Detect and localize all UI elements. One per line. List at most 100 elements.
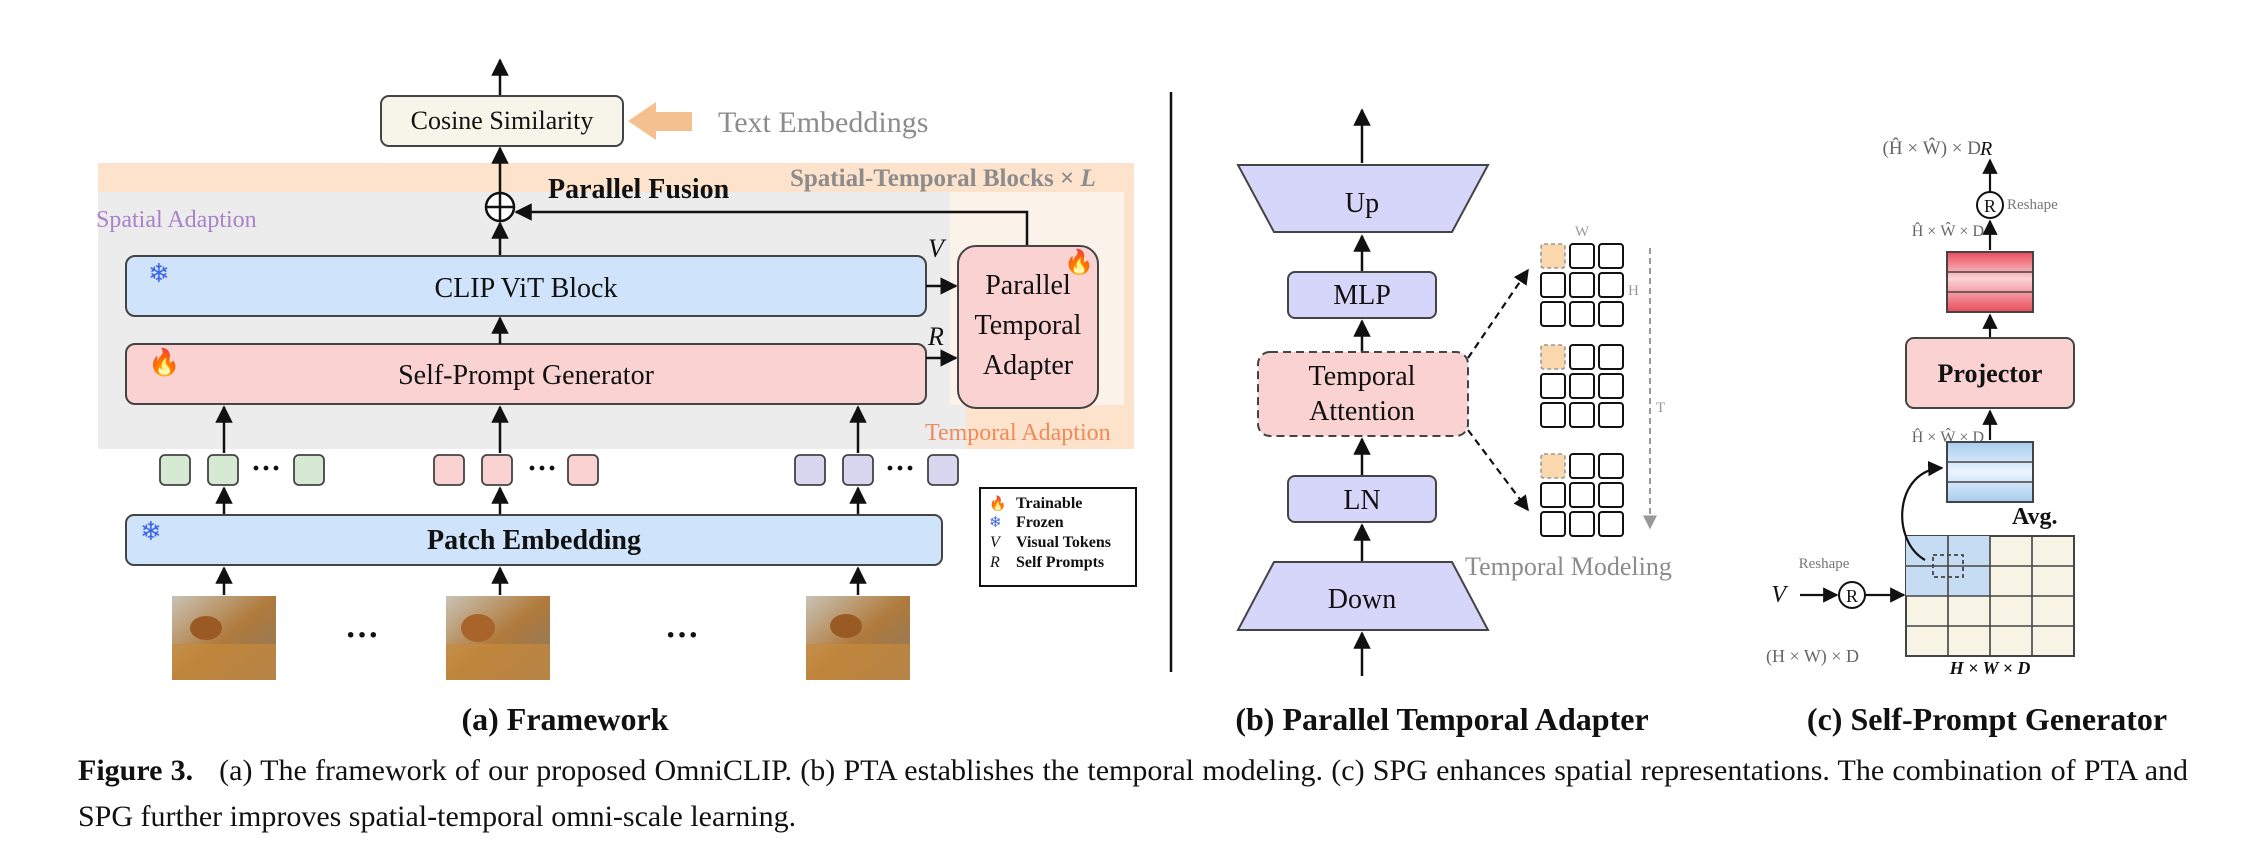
- temporal-attention-label-line1: Temporal: [1309, 361, 1416, 392]
- token-group-purple: ···: [794, 452, 959, 486]
- spg-r-output-label: R: [1979, 138, 1992, 160]
- projected-prompts: [1946, 251, 2034, 313]
- pta-panel: Up MLP Temporal Attention LN Down: [1235, 108, 1672, 737]
- r-label: R: [927, 322, 944, 351]
- fire-icon: 🔥: [1064, 248, 1094, 276]
- v-label: V: [928, 234, 947, 263]
- parallel-temporal-adapter-block: [957, 245, 1099, 409]
- visual-token: [481, 454, 513, 486]
- temporal-attention-block: [1257, 351, 1469, 437]
- spatial-adaption-label: Spatial Adaption: [96, 207, 257, 233]
- pta-to-fusion-arrow: [514, 203, 1029, 246]
- visual-token: [293, 454, 325, 486]
- legend-self-prompts: Self Prompts: [1016, 554, 1104, 571]
- visual-token: [207, 454, 239, 486]
- pooled-features: [1946, 441, 2034, 503]
- panel-b-title: (b) Parallel Temporal Adapter: [1235, 701, 1648, 737]
- legend-frozen: Frozen: [1016, 514, 1064, 531]
- legend: 🔥 Trainable ❄ Frozen V Visual Tokens R S…: [979, 487, 1137, 587]
- spatial-adaption-region: [98, 192, 966, 449]
- reshape-bottom-label: Reshape: [1799, 556, 1850, 572]
- temporal-grid-frame-1: [1540, 243, 1624, 327]
- panel-a-title: (a) Framework: [461, 701, 668, 737]
- pta-label-line2: Temporal: [975, 310, 1082, 341]
- spg-label: Self-Prompt Generator: [398, 360, 654, 391]
- legend-r: R: [989, 554, 1000, 571]
- legend-trainable: Trainable: [1016, 495, 1082, 512]
- projector-block: [1905, 337, 2075, 409]
- video-frame: [446, 596, 550, 680]
- down-block: [1236, 561, 1490, 631]
- visual-token: [159, 454, 191, 486]
- reshape-r-label: R: [1846, 586, 1858, 606]
- spg-v-label: V: [1771, 582, 1788, 608]
- ln-label: LN: [1343, 485, 1380, 516]
- dim-hwd-label: H × W × D: [1949, 658, 2031, 678]
- patch-embedding-label: Patch Embedding: [427, 525, 641, 556]
- temporal-modeling-label: Temporal Modeling: [1465, 552, 1672, 581]
- temporal-grid-frame-2: [1540, 344, 1624, 428]
- visual-token: [794, 454, 826, 486]
- reshape-top-label: Reshape: [2007, 197, 2058, 213]
- temporal-adaption-label: Temporal Adaption: [925, 420, 1111, 446]
- fire-icon: 🔥: [148, 347, 180, 377]
- parallel-fusion-label: Parallel Fusion: [548, 174, 730, 205]
- pool-window: [1932, 554, 1964, 578]
- feature-map-grid: [1905, 535, 2075, 657]
- snowflake-icon: ❄: [989, 515, 1002, 531]
- avg-pool-arrow: [1901, 460, 1944, 561]
- video-frame: [172, 596, 276, 680]
- visual-token: [433, 454, 465, 486]
- dim-top-label: (Ĥ × Ŵ) × D: [1883, 137, 1981, 159]
- patch-embedding-block: [125, 514, 943, 566]
- dim-hw-label: (H × W) × D: [1766, 646, 1859, 667]
- mlp-block: [1287, 271, 1437, 319]
- clip-vit-label: CLIP ViT Block: [435, 273, 618, 304]
- up-block: [1236, 164, 1490, 233]
- temporal-attention-label-line2: Attention: [1309, 396, 1415, 427]
- attended-token: [1540, 243, 1566, 269]
- up-label: Up: [1345, 188, 1379, 219]
- avg-label: Avg.: [2012, 504, 2058, 530]
- spg-panel: (Ĥ × Ŵ) × D R R Reshape Ĥ × Ŵ × D Projec…: [1766, 137, 2167, 737]
- pta-label-line1: Parallel: [985, 270, 1071, 301]
- attended-token: [1540, 453, 1566, 479]
- figure-caption-text: (a) The framework of our proposed OmniCL…: [78, 754, 2189, 833]
- framework-panel: Cosine Similarity Text Embeddings Spatia…: [96, 58, 1137, 737]
- ln-block: [1287, 475, 1437, 523]
- figure-caption: Figure 3.(a) The framework of our propos…: [78, 748, 2188, 840]
- ellipsis: ···: [885, 452, 915, 485]
- token-group-red: ···: [433, 452, 599, 486]
- figure-caption-label: Figure 3.: [78, 754, 194, 787]
- t-label: T: [1656, 400, 1665, 416]
- visual-token: [927, 454, 959, 486]
- attended-token: [1540, 344, 1566, 370]
- cosine-similarity-label: Cosine Similarity: [411, 106, 594, 135]
- panel-c-title: (c) Self-Prompt Generator: [1807, 701, 2167, 737]
- reshape-circle-icon: [1838, 581, 1866, 609]
- visual-token: [567, 454, 599, 486]
- text-embedding-arrow: [628, 102, 692, 140]
- visual-token: [842, 454, 874, 486]
- ellipsis: ···: [251, 452, 281, 485]
- ellipsis: ···: [527, 452, 557, 485]
- mlp-label: MLP: [1333, 280, 1391, 311]
- text-embeddings-label: Text Embeddings: [718, 106, 928, 139]
- reshape-r-label: R: [1984, 196, 1996, 216]
- temporal-grid-frame-3: [1540, 453, 1624, 537]
- down-label: Down: [1328, 584, 1396, 615]
- snowflake-icon: ❄: [148, 259, 170, 288]
- token-group-green: ···: [159, 452, 325, 486]
- reshape-circle-icon: [1976, 191, 2004, 219]
- video-frame: [806, 596, 910, 680]
- projector-label: Projector: [1938, 359, 2043, 388]
- dashed-arrow: [1467, 268, 1529, 359]
- self-prompt-generator-block: [125, 343, 927, 405]
- dashed-arrow: [1467, 429, 1529, 512]
- ellipsis: ···: [665, 617, 699, 654]
- legend-v: V: [990, 534, 1002, 551]
- legend-visual-tokens: Visual Tokens: [1016, 534, 1111, 551]
- snowflake-icon: ❄: [140, 517, 162, 546]
- fire-icon: 🔥: [989, 495, 1006, 512]
